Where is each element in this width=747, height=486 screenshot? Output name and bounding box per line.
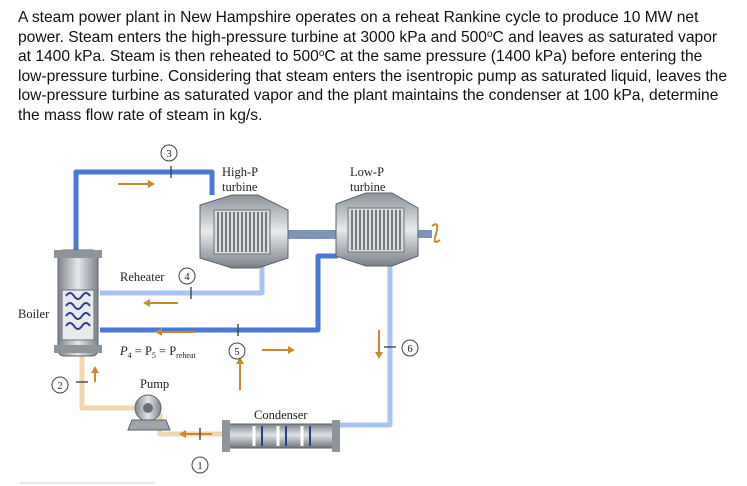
hp-turbine-label: High-P	[222, 165, 258, 179]
pipe-pump-to-boiler	[79, 346, 134, 411]
pipe-condenser-to-pump	[157, 413, 226, 437]
boiler-label: Boiler	[18, 307, 50, 321]
condenser-label: Condenser	[254, 408, 308, 422]
state-3-marker	[160, 144, 178, 162]
degree-symbol-2: o	[318, 48, 325, 59]
low-pressure-turbine	[335, 192, 419, 267]
high-pressure-turbine	[199, 194, 289, 269]
flow-arrows	[91, 180, 383, 438]
state-1-marker	[191, 456, 209, 474]
degree-symbol-1: o	[486, 28, 493, 40]
steam-pipe-boiler-to-hp	[73, 169, 215, 258]
output-shaft	[412, 230, 432, 238]
question-part1: A steam power plant in New Hampshire ope…	[18, 9, 699, 46]
question-part2: C and leaves as saturated vapor at 1400 …	[18, 28, 718, 66]
state-4-label: 4	[184, 272, 190, 283]
problem-statement: A steam power plant in New Hampshire ope…	[18, 8, 730, 125]
lp-turbine-label: Low-P	[350, 165, 384, 179]
condenser	[222, 420, 340, 452]
state-points: 3 4 5 6 2 1	[51, 144, 419, 474]
hp-turbine-label-2: turbine	[222, 180, 258, 194]
state-6-label: 6	[407, 344, 412, 355]
state-3-label: 3	[166, 149, 171, 160]
state-2-marker	[51, 376, 69, 394]
reheater-label: Reheater	[120, 270, 165, 284]
question-part3: C at the same pressure (1400 kPa) before…	[18, 48, 728, 124]
generator-coupling-icon	[431, 223, 441, 243]
pipe-reheater-to-lp	[100, 253, 338, 333]
turbine-shaft	[284, 230, 342, 239]
state-2-label: 2	[57, 381, 62, 392]
pump-label: Pump	[140, 377, 169, 391]
state-4-marker	[178, 267, 196, 285]
state-5-marker	[228, 342, 246, 360]
reheat-pressure-equation: P4 = P5 = Preheat	[119, 344, 196, 360]
pump	[127, 394, 171, 431]
lp-turbine-label-2: turbine	[350, 180, 386, 194]
pipe-lp-to-condenser	[335, 246, 393, 428]
state-5-label: 5	[234, 347, 239, 358]
state-1-label: 1	[197, 461, 202, 472]
boiler	[54, 249, 102, 357]
state-6-marker	[401, 339, 419, 357]
